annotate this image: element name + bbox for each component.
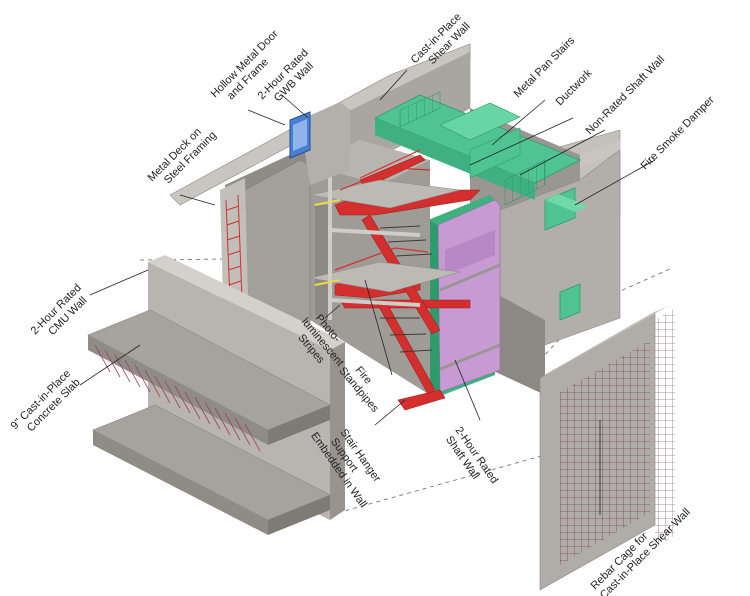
- label-non-rated-shaft: Non-Rated Shaft Wall: [584, 54, 667, 137]
- fire-standpipes: [328, 150, 421, 320]
- ductwork: [374, 91, 588, 321]
- red-ladder: [225, 194, 243, 301]
- hollow-metal-door: [289, 111, 311, 159]
- label-ductwork: Ductwork: [554, 67, 595, 108]
- concrete-slab-upper: [87, 309, 331, 452]
- label-gwb-wall: 2-Hour Rated GWB Wall: [256, 47, 316, 104]
- label-concrete-slab: 9" Cast-in-Place Concrete Slab: [9, 368, 83, 435]
- label-line: Fire Smoke Damper: [639, 94, 717, 172]
- leader-lines: [79, 69, 656, 515]
- foreground-shear-wall: [539, 305, 675, 591]
- label-cmu-wall: 2-Hour Rated CMU Wall: [29, 282, 90, 338]
- concrete-slab-lower: [92, 404, 331, 535]
- photoluminescent-stripes: [314, 199, 341, 286]
- label-fire-smoke-damper: Fire Smoke Damper: [639, 94, 717, 172]
- label-shaft-wall: 2-Hour Rated Shaft Wall: [443, 425, 500, 486]
- shaft-wall-assembly: [428, 195, 501, 398]
- stair-treads: [379, 225, 433, 353]
- label-line: Non-Rated Shaft Wall: [584, 54, 667, 137]
- red-guardrails: [334, 149, 431, 271]
- label-line: Ductwork: [554, 67, 595, 108]
